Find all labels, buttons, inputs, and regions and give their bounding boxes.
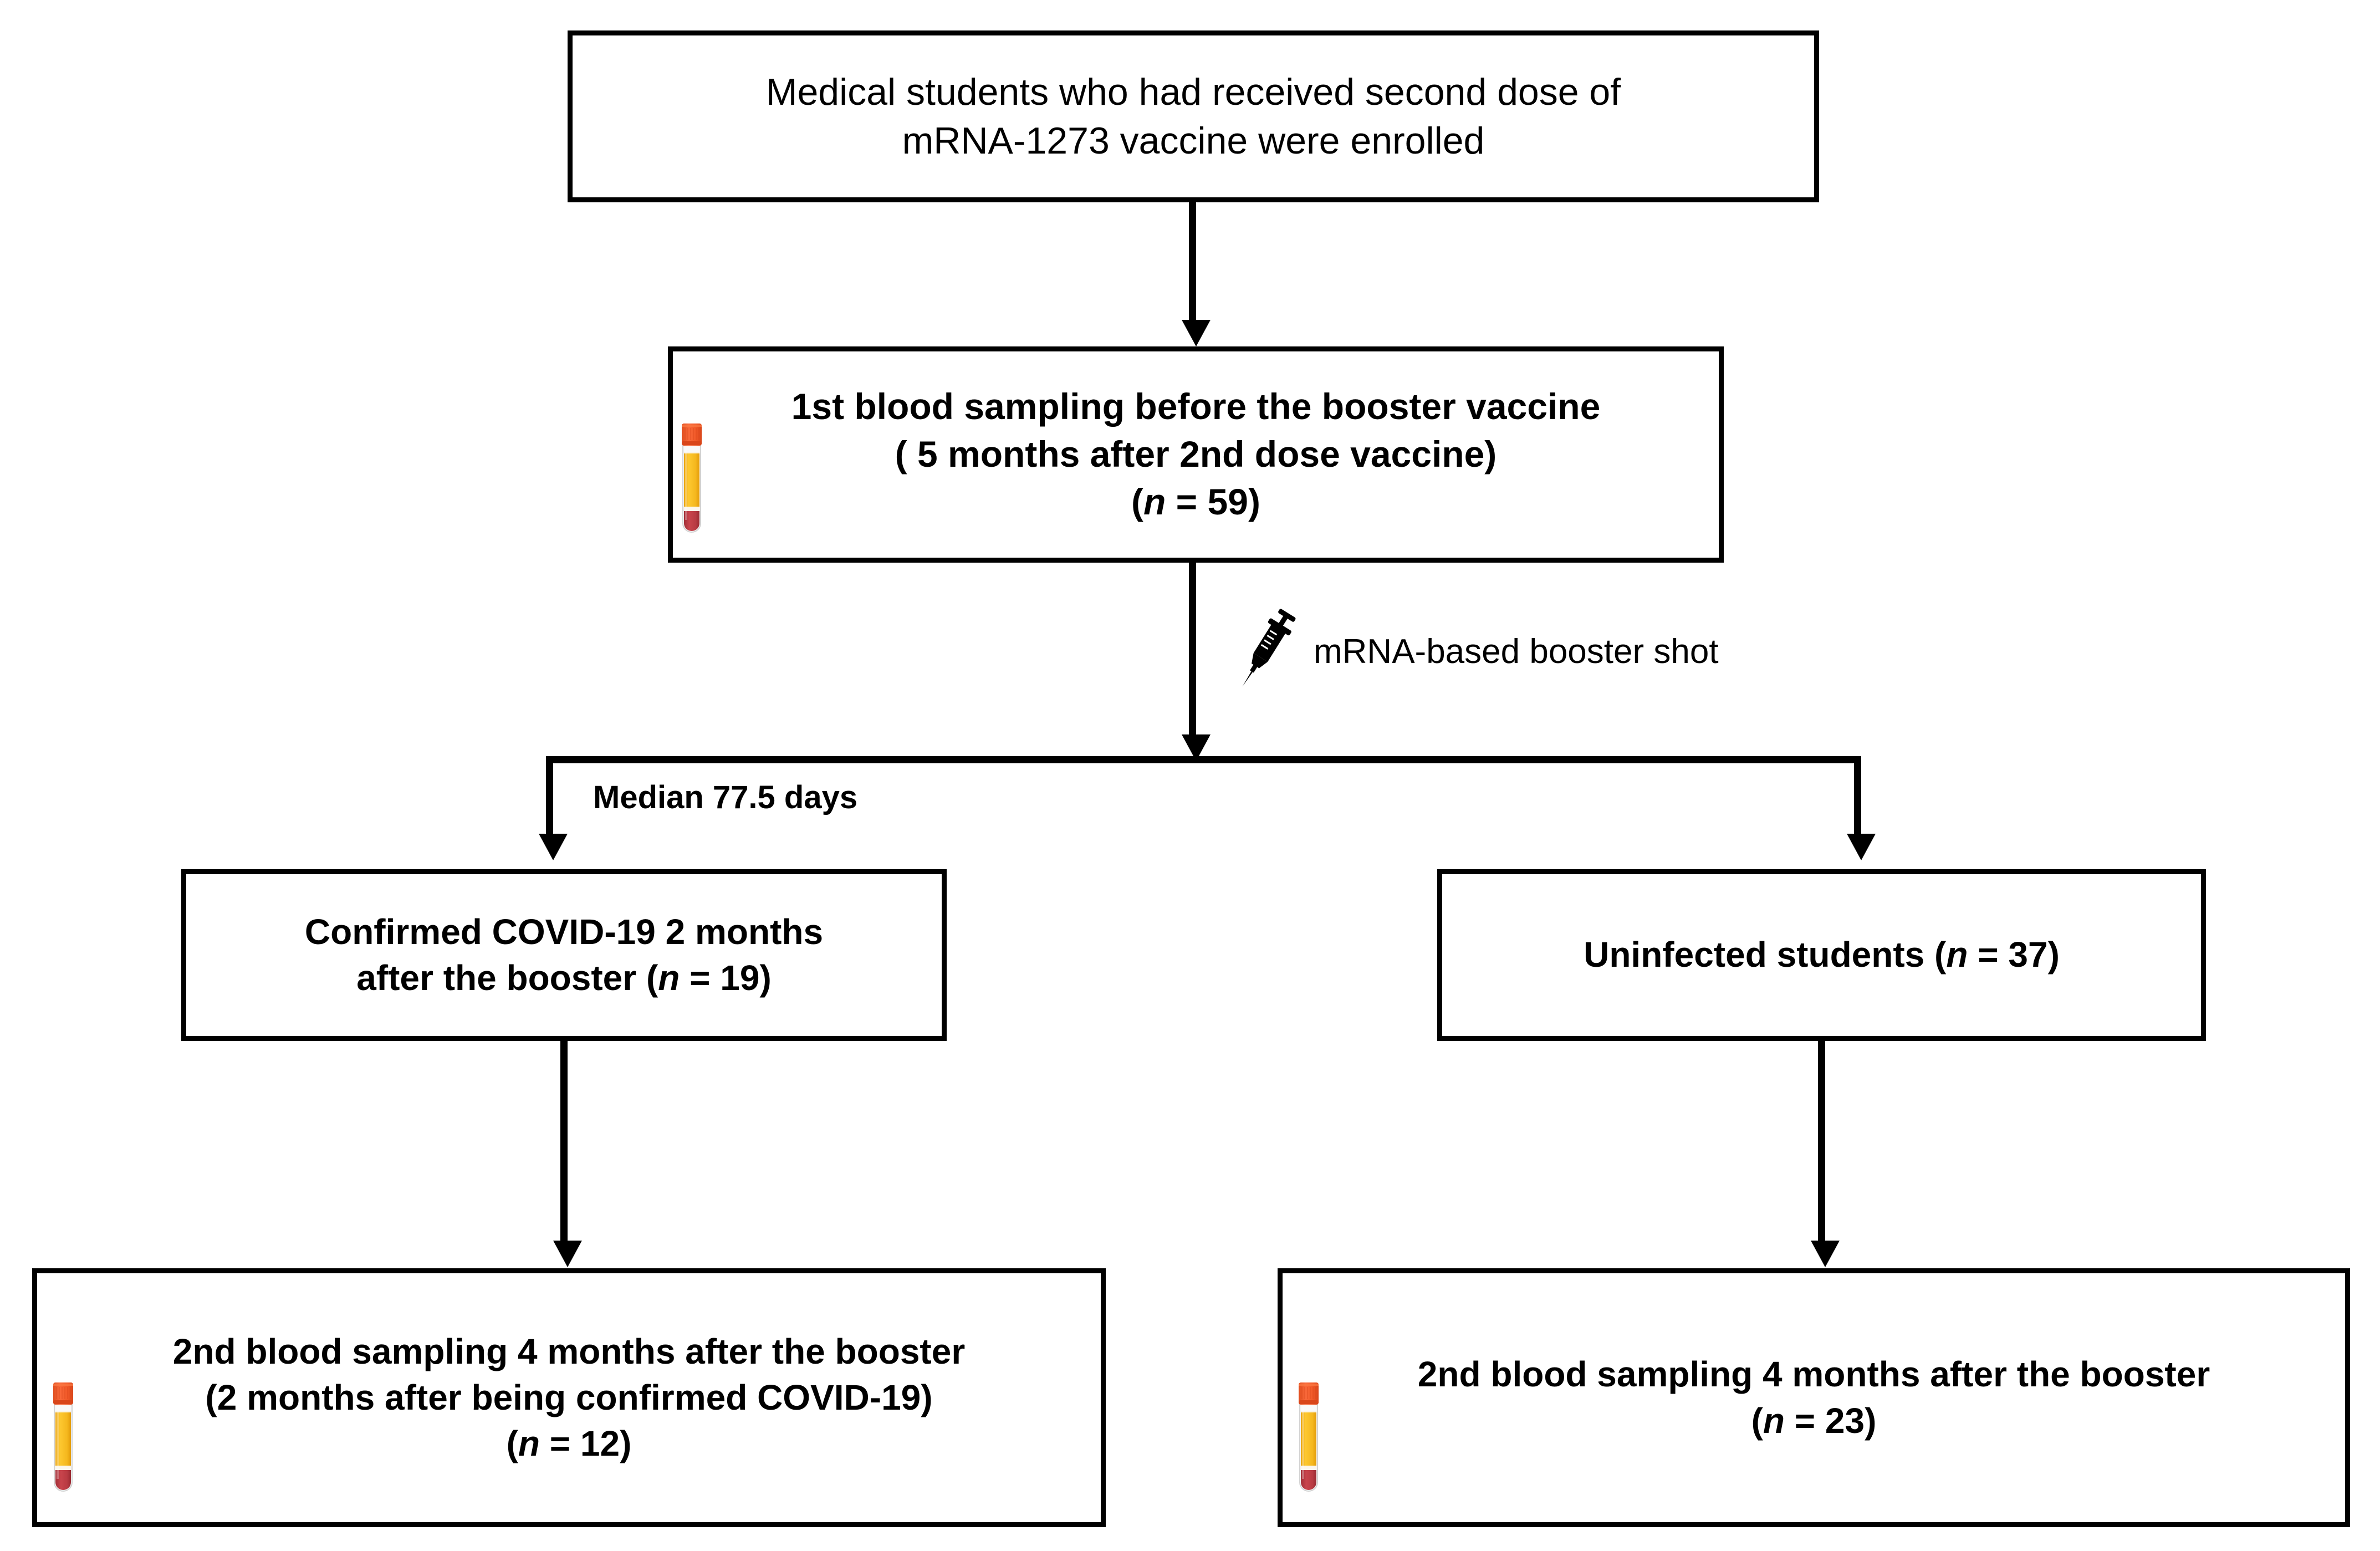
box-enrolled: Medical students who had received second… <box>568 30 1819 202</box>
box-uninfected-line1: Uninfected students (n = 37) <box>1584 935 2060 975</box>
box-first-sampling-line2: ( 5 months after 2nd dose vaccine) <box>895 433 1497 475</box>
connector-split-to-confirmed <box>546 756 553 839</box>
arrowhead-split-to-uninfected <box>1847 834 1876 860</box>
arrowhead-confirmed-to-second-sampling <box>553 1241 582 1267</box>
box-confirmed-covid-line1: Confirmed COVID-19 2 months <box>304 911 824 952</box>
box-confirmed-covid-text: Confirmed COVID-19 2 months after the bo… <box>299 909 829 1001</box>
box-second-sampling-uninfected-line1: 2nd blood sampling 4 months after the bo… <box>1417 1354 2210 1395</box>
connector-split-to-uninfected <box>1854 756 1861 839</box>
connector-confirmed-to-second-sampling <box>560 1041 568 1241</box>
box-second-sampling-covid: 2nd blood sampling 4 months after the bo… <box>32 1268 1106 1527</box>
box-second-sampling-covid-n: (n = 12) <box>506 1424 632 1464</box>
box-confirmed-covid: Confirmed COVID-19 2 months after the bo… <box>181 869 947 1041</box>
connector-first-sampling-to-split <box>1189 563 1196 734</box>
box-uninfected: Uninfected students (n = 37) <box>1437 869 2206 1041</box>
box-first-sampling-line1: 1st blood sampling before the booster va… <box>791 386 1601 427</box>
booster-shot-label: mRNA-based booster shot <box>1314 632 1719 671</box>
syringe-icon <box>1242 609 1296 687</box>
connector-uninfected-to-second-sampling <box>1818 1041 1825 1241</box>
italic-n: n <box>1143 481 1166 522</box>
box-first-sampling: 1st blood sampling before the booster va… <box>668 346 1724 563</box>
median-days-label: Median 77.5 days <box>593 779 858 815</box>
box-second-sampling-uninfected-text: 2nd blood sampling 4 months after the bo… <box>1412 1351 2215 1443</box>
italic-n: n <box>658 958 680 998</box>
box-second-sampling-uninfected: 2nd blood sampling 4 months after the bo… <box>1278 1268 2350 1527</box>
connector-split-bar <box>546 756 1861 763</box>
arrowhead-uninfected-to-second-sampling <box>1811 1241 1840 1267</box>
box-second-sampling-covid-line1: 2nd blood sampling 4 months after the bo… <box>172 1331 966 1371</box>
blood-collection-tube-icon <box>1299 1382 1319 1492</box>
box-enrolled-text: Medical students who had received second… <box>760 68 1626 166</box>
box-enrolled-line1: Medical students who had received second… <box>765 70 1621 113</box>
blood-collection-tube-icon <box>53 1382 73 1492</box>
arrowhead-split-to-confirmed <box>539 834 568 860</box>
arrowhead-enrolled-to-first-sampling <box>1182 320 1211 346</box>
box-first-sampling-text: 1st blood sampling before the booster va… <box>786 383 1606 525</box>
box-confirmed-covid-line2: after the booster (n = 19) <box>356 958 772 998</box>
box-enrolled-line2: mRNA-1273 vaccine were enrolled <box>902 120 1485 162</box>
box-second-sampling-covid-line2: (2 months after being confirmed COVID-19… <box>205 1377 933 1417</box>
blood-collection-tube-icon <box>682 424 702 533</box>
box-second-sampling-uninfected-n: (n = 23) <box>1751 1400 1877 1441</box>
box-second-sampling-covid-text: 2nd blood sampling 4 months after the bo… <box>167 1329 971 1467</box>
box-uninfected-text: Uninfected students (n = 37) <box>1578 932 2065 978</box>
italic-n: n <box>518 1424 540 1464</box>
connector-enrolled-to-first-sampling <box>1189 202 1196 320</box>
italic-n: n <box>1763 1400 1785 1441</box>
italic-n: n <box>1946 935 1968 975</box>
box-first-sampling-n: (n = 59) <box>1131 481 1260 522</box>
